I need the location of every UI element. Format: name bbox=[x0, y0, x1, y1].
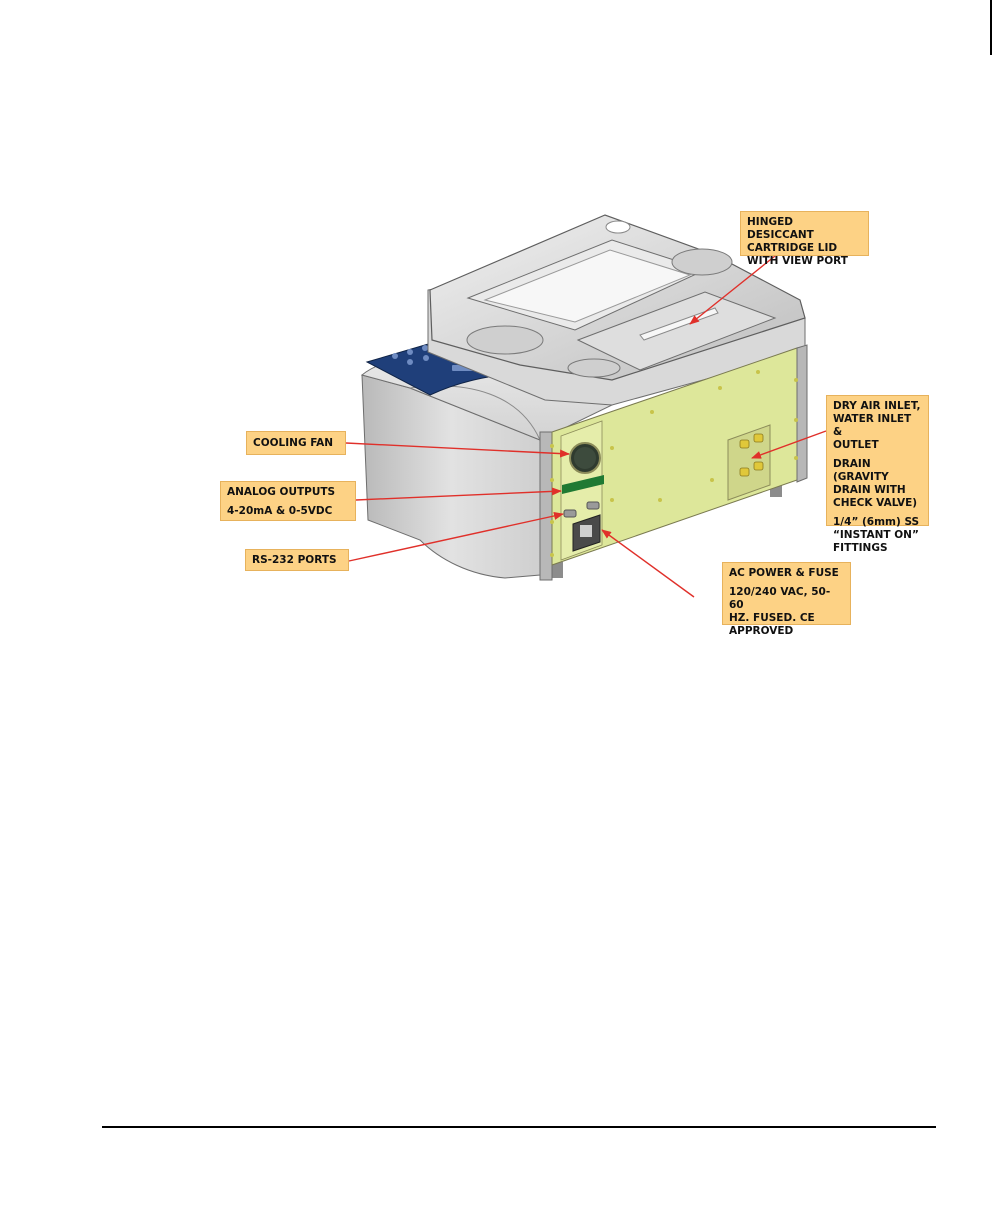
callout-fittings-p2-l2: DRAIN WITH bbox=[833, 484, 922, 497]
callout-fan: COOLING FAN bbox=[246, 431, 346, 455]
footer-rule bbox=[102, 1126, 936, 1128]
callout-power-line-2: HZ. FUSED. CE bbox=[729, 612, 844, 625]
callout-analog-line-2: 4-20mA & 0-5VDC bbox=[227, 505, 349, 518]
callout-power: AC POWER & FUSE 120/240 VAC, 50-60 HZ. F… bbox=[722, 562, 851, 625]
callout-fittings-p2-l3: CHECK VALVE) bbox=[833, 497, 922, 510]
arrow-power bbox=[602, 530, 694, 597]
callout-power-title: AC POWER & FUSE bbox=[729, 567, 844, 580]
callout-lid-line-1: HINGED DESICCANT bbox=[747, 216, 862, 242]
callout-fittings-p3-l1: 1/4” (6mm) SS bbox=[833, 516, 922, 529]
callout-analog: ANALOG OUTPUTS 4-20mA & 0-5VDC bbox=[220, 481, 356, 521]
callout-lid-line-3: WITH VIEW PORT bbox=[747, 255, 862, 268]
callout-fittings: DRY AIR INLET, WATER INLET & OUTLET DRAI… bbox=[826, 395, 929, 526]
callout-fittings-p1-l2: WATER INLET & bbox=[833, 413, 922, 439]
callout-fan-text: COOLING FAN bbox=[253, 437, 339, 450]
callout-fittings-p1-l1: DRY AIR INLET, bbox=[833, 400, 922, 413]
callout-power-line-1: 120/240 VAC, 50-60 bbox=[729, 586, 844, 612]
callout-fittings-p3-l2: “INSTANT ON” bbox=[833, 529, 922, 542]
callout-fittings-p2-l1: DRAIN (GRAVITY bbox=[833, 458, 922, 484]
callout-rs232: RS-232 PORTS bbox=[245, 549, 349, 571]
callout-lid-line-2: CARTRIDGE LID bbox=[747, 242, 862, 255]
callout-rs232-text: RS-232 PORTS bbox=[252, 554, 342, 567]
callout-power-line-3: APPROVED bbox=[729, 625, 844, 638]
callout-analog-line-1: ANALOG OUTPUTS bbox=[227, 486, 349, 499]
callout-fittings-p3-l3: FITTINGS bbox=[833, 542, 922, 555]
callout-lid: HINGED DESICCANT CARTRIDGE LID WITH VIEW… bbox=[740, 211, 869, 256]
callout-fittings-p1-l3: OUTLET bbox=[833, 439, 922, 452]
